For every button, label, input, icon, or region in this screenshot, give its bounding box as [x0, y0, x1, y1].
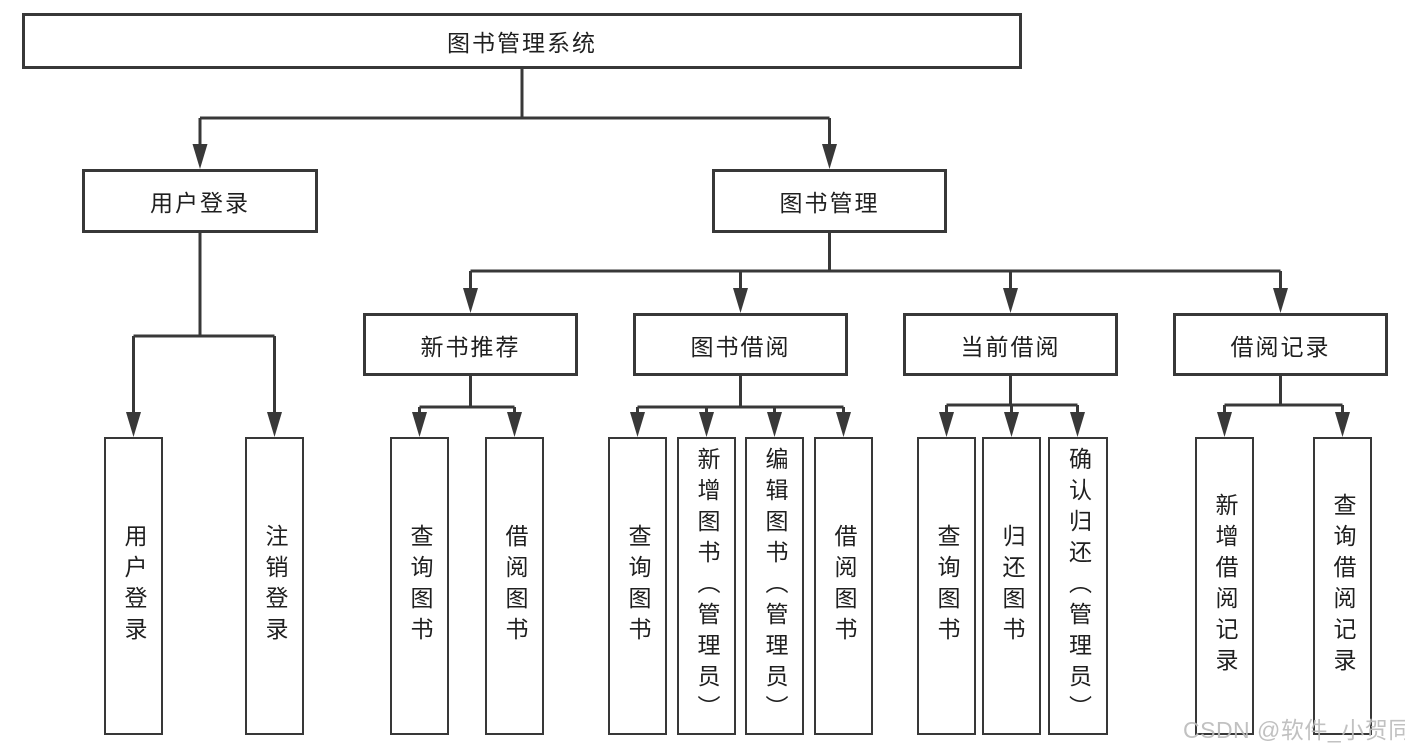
leaf-query-book-1: 查询图书 [390, 437, 449, 735]
leaf-add-book-admin-label: 新增图书（管理员） [694, 446, 720, 726]
leaf-return-book: 归还图书 [982, 437, 1041, 735]
leaf-logout: 注销登录 [245, 437, 304, 735]
node-user-login-label: 用户登录 [150, 190, 250, 216]
watermark-text: CSDN @软件_小贺同学 [1183, 717, 1405, 743]
node-library-system: 图书管理系统 [22, 13, 1022, 69]
leaf-query-book-3-label: 查询图书 [934, 524, 960, 648]
leaf-edit-book-admin-label: 编辑图书（管理员） [762, 446, 788, 726]
node-current-borrow-label: 当前借阅 [960, 333, 1061, 360]
node-book-management: 图书管理 [712, 169, 947, 233]
leaf-add-borrow-record: 新增借阅记录 [1195, 437, 1254, 735]
leaf-query-book-2-label: 查询图书 [625, 524, 651, 648]
leaf-borrow-book-2: 借阅图书 [814, 437, 873, 735]
leaf-borrow-book-2-label: 借阅图书 [831, 524, 857, 648]
node-borrow-records: 借阅记录 [1173, 313, 1388, 376]
leaf-query-borrow-record-label: 查询借阅记录 [1330, 493, 1356, 679]
leaf-edit-book-admin: 编辑图书（管理员） [745, 437, 804, 735]
node-library-system-label: 图书管理系统 [447, 30, 597, 56]
node-borrow-records-label: 借阅记录 [1230, 333, 1331, 360]
leaf-user-login-label: 用户登录 [121, 524, 147, 648]
leaf-add-borrow-record-label: 新增借阅记录 [1212, 493, 1238, 679]
leaf-query-borrow-record: 查询借阅记录 [1313, 437, 1372, 735]
leaf-user-login: 用户登录 [104, 437, 163, 735]
node-book-management-label: 图书管理 [779, 190, 880, 216]
node-book-borrow-label: 图书借阅 [690, 333, 791, 360]
node-user-login: 用户登录 [82, 169, 318, 233]
leaf-borrow-book-1-label: 借阅图书 [502, 524, 528, 648]
leaf-confirm-return-admin-label: 确认归还（管理员） [1065, 446, 1092, 726]
node-new-book-recommend: 新书推荐 [363, 313, 578, 376]
leaf-borrow-book-1: 借阅图书 [485, 437, 544, 735]
leaf-query-book-3: 查询图书 [917, 437, 976, 735]
leaf-query-book-1-label: 查询图书 [407, 524, 433, 648]
leaf-confirm-return-admin: 确认归还（管理员） [1048, 437, 1108, 735]
leaf-logout-label: 注销登录 [262, 524, 288, 648]
node-current-borrow: 当前借阅 [903, 313, 1118, 376]
leaf-add-book-admin: 新增图书（管理员） [677, 437, 736, 735]
node-book-borrow: 图书借阅 [633, 313, 848, 376]
leaf-query-book-2: 查询图书 [608, 437, 667, 735]
node-new-book-recommend-label: 新书推荐 [420, 333, 521, 360]
leaf-return-book-label: 归还图书 [999, 524, 1025, 648]
